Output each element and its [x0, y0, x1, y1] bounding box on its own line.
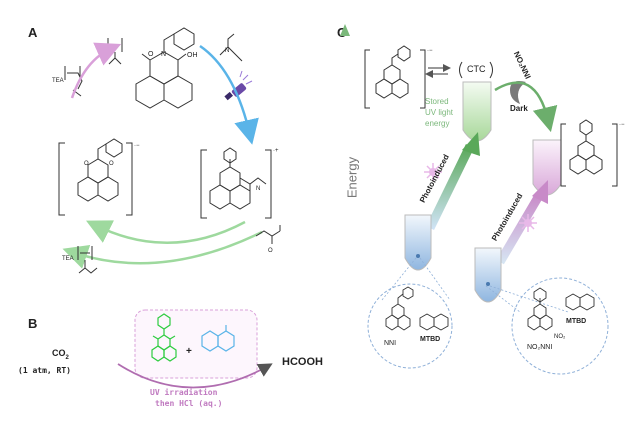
ctc-bracket [459, 61, 493, 79]
dark-arrow [494, 81, 558, 133]
flask-blue-right [474, 247, 502, 303]
product-hcooh: HCOOH [282, 356, 323, 368]
svg-text:OH: OH [187, 52, 198, 59]
energy-axis-arrowhead [340, 24, 350, 36]
svg-text:·−: ·− [134, 143, 140, 149]
stored-line-2: UV light [425, 108, 454, 117]
nni-circle-label: NNI [384, 340, 397, 347]
svg-text:·−: ·− [427, 48, 433, 54]
radical-anion-left [58, 138, 133, 216]
radical-anion-c [364, 45, 426, 109]
methyl-acrylate [255, 225, 281, 244]
svg-text:·+: ·+ [273, 148, 279, 154]
light-burst-icon-1 [424, 163, 442, 181]
tea-left-label: TEA [52, 78, 64, 84]
co2-label: CO2 [52, 348, 69, 361]
triethylamine [219, 33, 243, 62]
svg-text:O: O [84, 161, 89, 167]
svg-text:O: O [268, 248, 273, 254]
mtbd-in-circle-right [565, 293, 595, 311]
svg-text:·−: ·− [619, 122, 625, 128]
mtbd-circle-label-1: MTBD [420, 336, 441, 343]
dark-label: Dark [510, 104, 528, 113]
svg-text:N: N [161, 51, 166, 58]
no2nni-circle-label: NO₂NNI [527, 344, 553, 351]
no2-group-label: NO₂ [554, 334, 566, 340]
pink-energy-arrow [496, 191, 544, 265]
tea-bottom-label: TEA [62, 256, 74, 262]
zoom-circle-right [511, 277, 609, 375]
panel-b-label: B [28, 316, 38, 331]
stored-line-1: Stored [425, 97, 449, 106]
moon-icon [510, 81, 526, 104]
green-energy-arrow [425, 144, 475, 230]
no2nni-radical [560, 119, 618, 187]
step-line-1: UV irradiation [150, 388, 218, 397]
no2nni-in-circle [527, 287, 553, 331]
panel-a-label: A [28, 25, 38, 40]
co2-conditions: (1 atm, RT) [18, 366, 71, 375]
plus-sign: + [186, 346, 192, 357]
arrow-green-cycle [86, 220, 246, 245]
svg-text:O: O [109, 161, 114, 167]
tea-bottom-polymer [77, 246, 98, 274]
mtbd-in-circle-left [419, 313, 449, 331]
arrow-panel-b [117, 363, 273, 389]
ctc-label: CTC [467, 64, 486, 74]
svg-text:N: N [225, 48, 229, 54]
flask-green [462, 81, 492, 142]
adduct-right [200, 147, 272, 219]
stored-line-3: energy [425, 119, 450, 128]
arrow-blue-cycle [199, 44, 259, 145]
light-burst-icon-2 [519, 214, 537, 232]
energy-axis-label: Energy [344, 156, 360, 199]
mtbd-circle-label-2: MTBD [566, 318, 587, 325]
mtbd-blue-molecule [201, 325, 235, 352]
step-line-2: then HCl (aq.) [155, 399, 223, 408]
nni-green-molecule [151, 313, 177, 362]
flask-blue-left [404, 214, 432, 271]
zoom-circle-left [367, 283, 453, 369]
arrow-green-lower [62, 230, 263, 269]
svg-text:O: O [148, 51, 154, 58]
stored-energy-label: Stored UV light energy [425, 96, 453, 129]
arrow-pink-cycle [70, 42, 122, 99]
nni-in-circle [385, 286, 414, 331]
svg-text:N: N [256, 186, 260, 192]
